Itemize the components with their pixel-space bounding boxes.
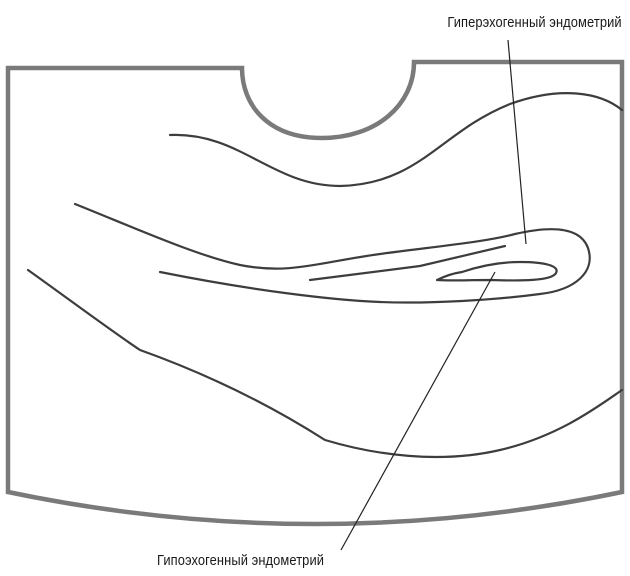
endometrium-upper-line <box>308 244 507 282</box>
ultrasound-frame <box>5 59 625 527</box>
hyperechoic-leader-line <box>507 39 527 245</box>
lower-tissue-contour <box>26 268 624 459</box>
hyperechoic-endometrium-label: Гиперэхогенный эндометрий <box>447 14 622 31</box>
upper-tissue-contour <box>168 92 624 188</box>
hypoechoic-endometrium-contour <box>435 260 558 282</box>
hypoechoic-endometrium-label: Гипоэхогенный эндометрий <box>157 552 325 569</box>
uterus-outer-contour <box>73 202 591 304</box>
hypoechoic-leader-line <box>340 271 496 551</box>
